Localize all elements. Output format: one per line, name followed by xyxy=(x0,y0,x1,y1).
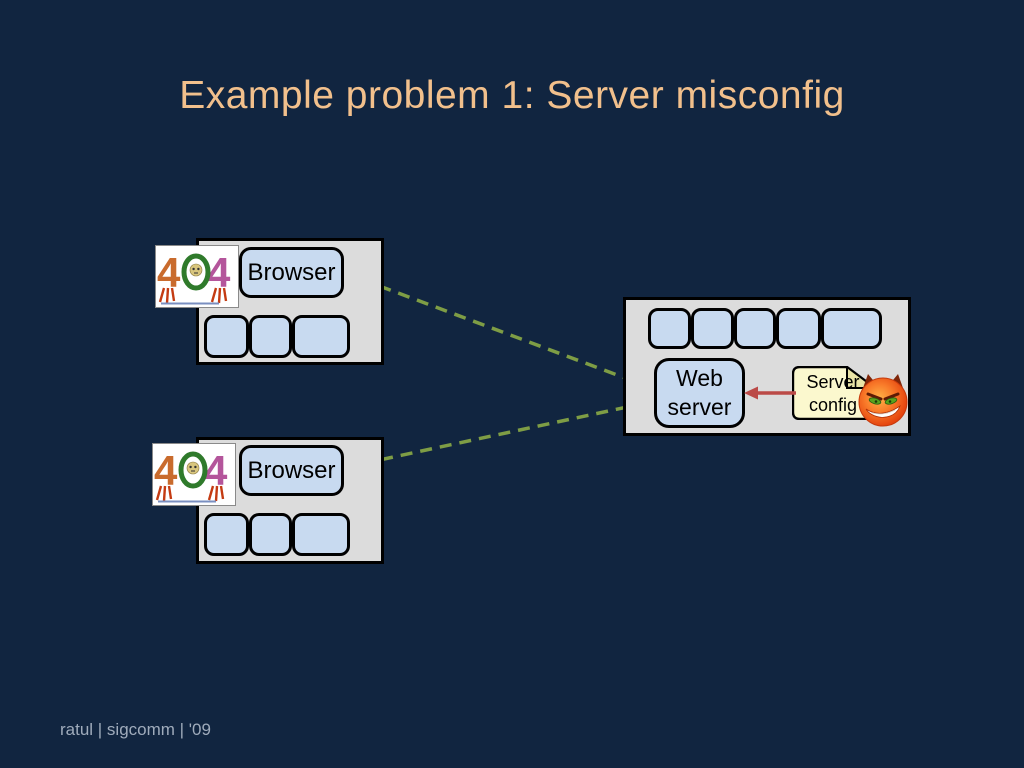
eyebrow-right xyxy=(883,392,900,401)
browser-node-1: Browser xyxy=(239,247,344,298)
process-slot xyxy=(776,308,821,349)
process-slot xyxy=(691,308,734,349)
browser-node-2: Browser xyxy=(239,445,344,496)
browser-label: Browser xyxy=(247,258,336,286)
process-slot xyxy=(292,315,350,358)
slide-title: Example problem 1: Server misconfig xyxy=(179,74,845,117)
server-config-label: Server config xyxy=(806,372,860,415)
process-slot xyxy=(292,513,350,556)
link-browser1-webserver xyxy=(341,270,661,393)
process-slot xyxy=(204,513,249,556)
link-browser2-webserver xyxy=(341,398,661,470)
error-404-image: 4 4 xyxy=(152,443,236,506)
web-server-node: Web server xyxy=(654,358,745,428)
claw-right xyxy=(207,485,225,502)
zero-ring xyxy=(178,451,208,489)
process-slot xyxy=(734,308,776,349)
config-to-webserver-arrow xyxy=(744,386,796,400)
caption-line xyxy=(161,302,219,305)
caption-line xyxy=(158,500,216,503)
web-server-label: Web server xyxy=(667,365,732,420)
slide-footer: ratul | sigcomm | '09 xyxy=(60,720,211,739)
devil-icon xyxy=(858,374,908,427)
browser-label: Browser xyxy=(247,456,336,484)
claw-left xyxy=(155,485,173,502)
skull-face xyxy=(186,461,200,475)
skull-face xyxy=(189,263,203,277)
process-slot xyxy=(821,308,882,349)
process-slot xyxy=(249,513,292,556)
process-slot xyxy=(648,308,691,349)
eyebrow-left xyxy=(866,392,883,401)
claw-right xyxy=(210,287,228,304)
process-slot xyxy=(249,315,292,358)
claw-left xyxy=(158,287,176,304)
zero-ring xyxy=(181,253,211,291)
process-slot xyxy=(204,315,249,358)
error-404-image: 4 4 xyxy=(155,245,239,308)
grin-mouth xyxy=(865,404,901,418)
